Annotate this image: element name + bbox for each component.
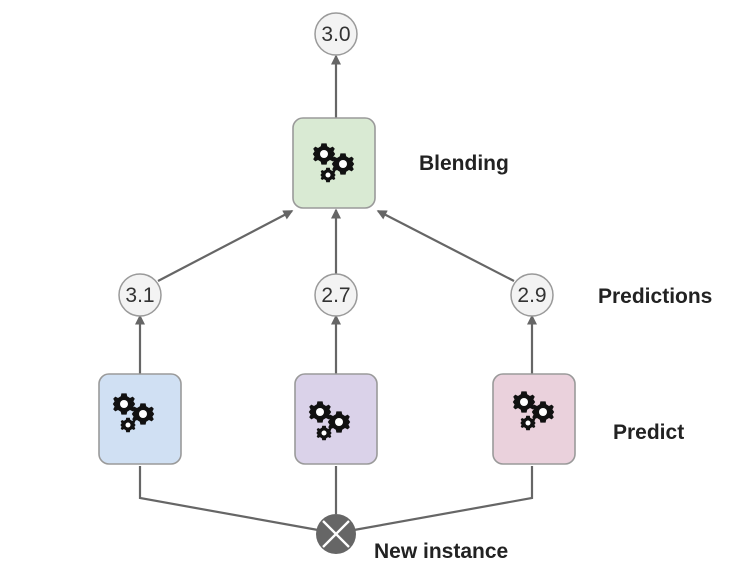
x-circle-icon — [316, 514, 356, 554]
output-value-blend: 3.0 — [321, 23, 350, 46]
prediction-value-middle: 2.7 — [321, 284, 350, 307]
label-blending: Blending — [419, 152, 509, 175]
prediction-bubble-right: 2.9 — [510, 273, 554, 317]
predictor-box-right — [492, 373, 576, 465]
blender-box — [292, 117, 376, 209]
blend-arrows — [157, 208, 515, 282]
predict-arrows — [135, 314, 537, 374]
arrow-left-blend — [157, 210, 294, 282]
input-links — [138, 466, 534, 532]
prediction-value-right: 2.9 — [517, 284, 546, 307]
prediction-bubble-middle: 2.7 — [314, 273, 358, 317]
label-predictions: Predictions — [598, 285, 712, 308]
prediction-value-left: 3.1 — [125, 284, 154, 307]
output-bubble-blend: 3.0 — [314, 12, 358, 56]
label-predict: Predict — [613, 421, 684, 444]
predictor-box-left — [98, 373, 182, 465]
link-left — [138, 466, 319, 532]
predictor-box-middle — [294, 373, 378, 465]
label-new-instance: New instance — [374, 540, 508, 563]
link-right — [353, 466, 534, 532]
arrow-right-blend — [376, 210, 515, 282]
prediction-bubble-left: 3.1 — [118, 273, 162, 317]
